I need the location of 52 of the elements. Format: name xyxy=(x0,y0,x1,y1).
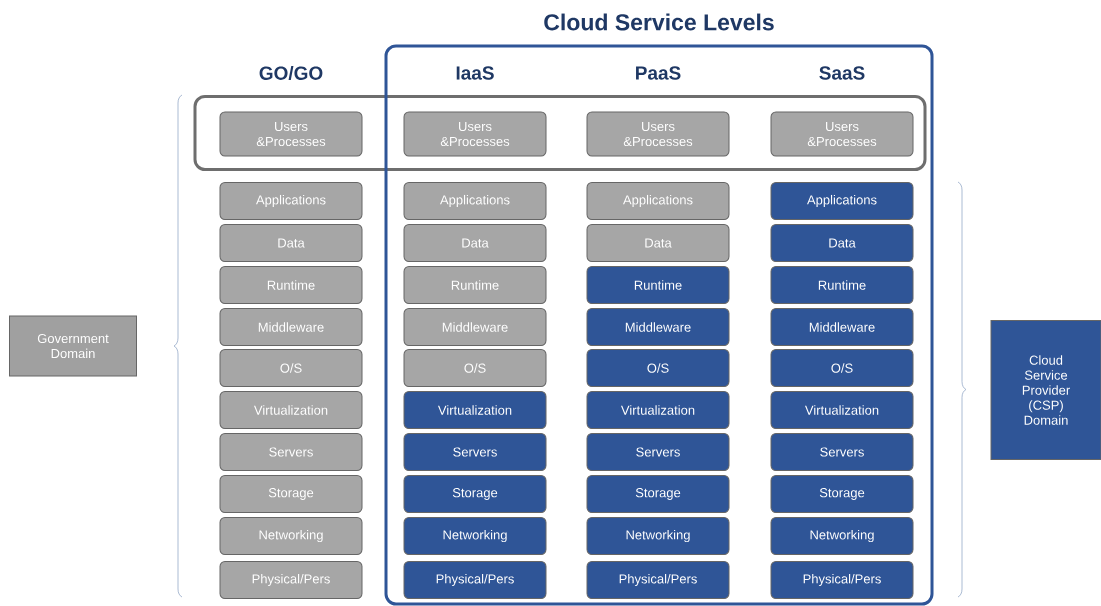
layer-box: Physical/Pers xyxy=(770,561,914,599)
layer-box: Servers xyxy=(586,433,730,471)
layer-box: Runtime xyxy=(770,266,914,304)
layer-box: Users &Processes xyxy=(219,111,363,157)
column-heading: IaaS xyxy=(456,66,494,80)
layer-box: Runtime xyxy=(403,266,547,304)
group-frame xyxy=(193,95,927,171)
layer-box: Servers xyxy=(219,433,363,471)
layer-box: Runtime xyxy=(219,266,363,304)
layer-box: Servers xyxy=(403,433,547,471)
layer-box: Storage xyxy=(770,475,914,513)
layer-box: O/S xyxy=(219,349,363,387)
layer-box: Applications xyxy=(403,182,547,220)
column-heading: PaaS xyxy=(636,66,681,80)
column-heading: SaaS xyxy=(819,66,865,80)
heading: Cloud Service Levels xyxy=(544,13,774,31)
layer-box: Applications xyxy=(770,182,914,220)
layer-box: Networking xyxy=(770,517,914,555)
layer-box: Virtualization xyxy=(586,391,730,429)
layer-box: Data xyxy=(403,224,547,262)
layer-box: O/S xyxy=(403,349,547,387)
layer-box: O/S xyxy=(586,349,730,387)
layer-box: Networking xyxy=(586,517,730,555)
layer-box: Storage xyxy=(403,475,547,513)
layer-box: Runtime xyxy=(586,266,730,304)
layer-box: Data xyxy=(586,224,730,262)
layer-box: Data xyxy=(770,224,914,262)
layer-box: Networking xyxy=(219,517,363,555)
layer-box: O/S xyxy=(770,349,914,387)
domain-box: Government Domain xyxy=(9,315,137,377)
layer-box: Physical/Pers xyxy=(219,561,363,599)
layer-box: Virtualization xyxy=(770,391,914,429)
layer-box: Users &Processes xyxy=(403,111,547,157)
layer-box: Storage xyxy=(586,475,730,513)
layer-box: Middleware xyxy=(403,308,547,346)
layer-box: Middleware xyxy=(586,308,730,346)
layer-box: Physical/Pers xyxy=(403,561,547,599)
layer-box: Middleware xyxy=(219,308,363,346)
layer-box: Applications xyxy=(586,182,730,220)
layer-box: Middleware xyxy=(770,308,914,346)
layer-box: Networking xyxy=(403,517,547,555)
layer-box: Virtualization xyxy=(219,391,363,429)
layer-box: Applications xyxy=(219,182,363,220)
layer-box: Users &Processes xyxy=(586,111,730,157)
domain-box: Cloud Service Provider (CSP) Domain xyxy=(990,320,1101,460)
layer-box: Users &Processes xyxy=(770,111,914,157)
layer-box: Storage xyxy=(219,475,363,513)
layer-box: Physical/Pers xyxy=(586,561,730,599)
layer-box: Data xyxy=(219,224,363,262)
column-heading: GO/GO xyxy=(259,65,323,81)
layer-box: Virtualization xyxy=(403,391,547,429)
layer-box: Servers xyxy=(770,433,914,471)
